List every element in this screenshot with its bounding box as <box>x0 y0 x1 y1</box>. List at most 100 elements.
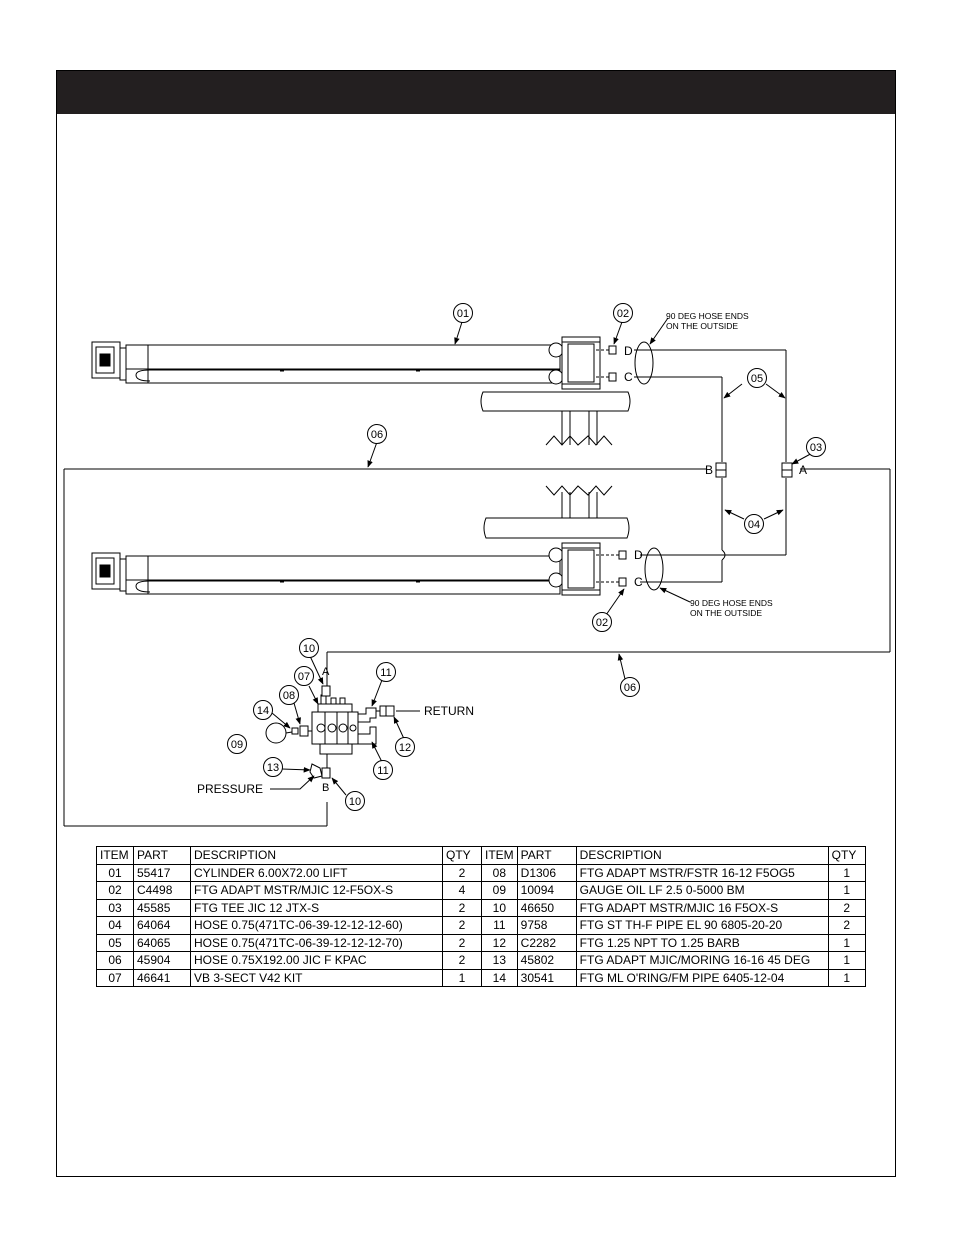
table-cell: C4498 <box>133 881 191 900</box>
table-cell: 2 <box>827 916 866 935</box>
cylinder-top <box>91 336 617 390</box>
balloon-01: 01 <box>457 308 469 320</box>
table-cell: 55417 <box>133 863 191 882</box>
table-cell: 07 <box>96 968 134 987</box>
note-bottom-line1: 90 DEG HOSE ENDS <box>690 598 773 608</box>
table-cell: 10 <box>481 898 518 917</box>
balloon-02-top: 02 <box>617 308 629 320</box>
balloon-03: 03 <box>810 442 822 454</box>
balloon-08: 08 <box>283 690 295 702</box>
table-cell: 9758 <box>516 916 577 935</box>
table-cell: FTG ADAPT MSTR/MJIC 12-F5OX-S <box>190 881 443 900</box>
table-cell: CYLINDER 6.00X72.00 LIFT <box>190 863 443 882</box>
table-cell: 64064 <box>133 916 191 935</box>
port-d-bottom: D <box>634 548 643 562</box>
header-cell: ITEM <box>481 846 518 865</box>
port-d-top: D <box>624 344 633 358</box>
table-cell: 1 <box>442 968 482 987</box>
port-valve-b: B <box>322 782 329 794</box>
table-cell: 1 <box>827 881 866 900</box>
table-cell: 45904 <box>133 951 191 970</box>
table-cell: 45802 <box>516 951 577 970</box>
return-label: RETURN <box>424 704 474 718</box>
header-cell: QTY <box>827 846 866 865</box>
table-cell: 1 <box>827 863 866 882</box>
table-cell: FTG ML O'RING/FM PIPE 6405-12-04 <box>575 968 829 987</box>
balloon-14: 14 <box>257 705 269 717</box>
table-cell: 45585 <box>133 898 191 917</box>
table-cell: FTG TEE JIC 12 JTX-S <box>190 898 443 917</box>
table-cell: FTG ADAPT MSTR/FSTR 16-12 F5OG5 <box>575 863 829 882</box>
hose-end-marker-bottom <box>644 547 664 591</box>
table-cell: 08 <box>481 863 518 882</box>
port-tee-b: B <box>705 463 713 477</box>
table-cell: 12 <box>481 933 518 952</box>
balloon-13: 13 <box>267 762 279 774</box>
table-cell: 14 <box>481 968 518 987</box>
table-cell: 2 <box>442 863 482 882</box>
balloon-11-top: 11 <box>380 667 391 679</box>
leader-lines <box>270 317 817 796</box>
balloon-07: 07 <box>298 671 310 683</box>
table-cell: 1 <box>827 968 866 987</box>
port-tee-a: A <box>799 463 807 477</box>
header-cell: PART <box>516 846 577 865</box>
table-cell: 2 <box>442 898 482 917</box>
table-cell: FTG ADAPT MSTR/MJIC 16 F5OX-S <box>575 898 829 917</box>
table-cell: 30541 <box>516 968 577 987</box>
pressure-label: PRESSURE <box>197 782 263 796</box>
table-cell: HOSE 0.75X192.00 JIC F KPAC <box>190 951 443 970</box>
table-cell: 2 <box>442 916 482 935</box>
table-cell: GAUGE OIL LF 2.5 0-5000 BM <box>575 881 829 900</box>
table-cell: HOSE 0.75(471TC-06-39-12-12-12-60) <box>190 916 443 935</box>
table-cell: 03 <box>96 898 134 917</box>
balloon-06-right: 06 <box>624 682 636 694</box>
balloon-12: 12 <box>399 742 411 754</box>
table-cell: VB 3-SECT V42 KIT <box>190 968 443 987</box>
balloon-02-bottom: 02 <box>596 617 608 629</box>
balloon-09: 09 <box>231 739 243 751</box>
header-cell: DESCRIPTION <box>575 846 829 865</box>
table-cell: 01 <box>96 863 134 882</box>
note-bottom-line2: ON THE OUTSIDE <box>690 608 762 618</box>
table-cell: FTG ST TH-F PIPE EL 90 6805-20-20 <box>575 916 829 935</box>
table-cell: 05 <box>96 933 134 952</box>
note-top-line1: 90 DEG HOSE ENDS <box>666 311 749 321</box>
cylinder-bottom <box>91 542 627 596</box>
header-cell: ITEM <box>96 846 134 865</box>
table-cell: 64065 <box>133 933 191 952</box>
header-cell: PART <box>133 846 191 865</box>
port-c-top: C <box>624 370 633 384</box>
table-cell: 10094 <box>516 881 577 900</box>
balloon-11-bottom: 11 <box>377 765 388 777</box>
table-cell: 2 <box>442 933 482 952</box>
hose-lines <box>63 349 891 827</box>
balloon-06-left: 06 <box>371 429 383 441</box>
port-c-bottom: C <box>634 575 643 589</box>
table-cell: D1306 <box>516 863 577 882</box>
balloon-10-top: 10 <box>303 643 315 655</box>
table-cell: 46641 <box>133 968 191 987</box>
balloon-10-bottom: 10 <box>349 796 361 808</box>
mast-bottom <box>483 485 630 539</box>
table-cell: 1 <box>827 933 866 952</box>
table-cell: 46650 <box>516 898 577 917</box>
port-valve-a: A <box>322 666 330 678</box>
hose-end-marker-top <box>634 341 654 385</box>
table-cell: 04 <box>96 916 134 935</box>
table-cell: HOSE 0.75(471TC-06-39-12-12-12-70) <box>190 933 443 952</box>
table-cell: 09 <box>481 881 518 900</box>
table-cell: FTG 1.25 NPT TO 1.25 BARB <box>575 933 829 952</box>
mast-top <box>480 391 631 446</box>
table-cell: 11 <box>481 916 518 935</box>
table-cell: 02 <box>96 881 134 900</box>
